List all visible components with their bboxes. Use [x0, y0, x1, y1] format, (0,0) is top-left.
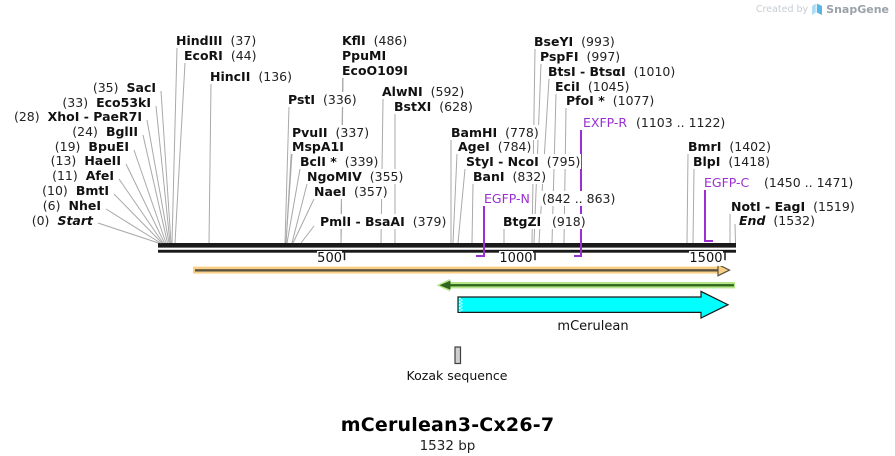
enzyme-label-start[interactable]: (0)Start: [30, 213, 94, 228]
primer-range-exfp-r[interactable]: (1103 .. 1122): [635, 115, 727, 130]
feature-arrow-orange[interactable]: [193, 263, 731, 277]
enzyme-label-kfli[interactable]: KflI(486): [341, 33, 409, 48]
enzyme-label-xhoi-paer7i[interactable]: (28)XhoI - PaeR7I: [12, 109, 143, 124]
enzyme-label-pspfi[interactable]: PspFI(997): [539, 49, 622, 64]
enzyme-label-noti-eagi[interactable]: NotI - EagI(1519): [730, 199, 856, 214]
plasmid-name: mCerulean3-Cx26-7: [340, 414, 555, 436]
title-block: mCerulean3-Cx26-7 1532 bp: [0, 414, 895, 454]
enzyme-label-eco53ki[interactable]: (33)Eco53kI: [61, 95, 152, 110]
watermark-created-by-text: Created by: [755, 4, 809, 15]
enzyme-label-btsi-bts-i[interactable]: BtsI - BtsαI(1010): [547, 64, 677, 79]
enzyme-label-bcli[interactable]: BclI *(339): [299, 154, 380, 169]
watermark-brand-text: SnapGene: [826, 3, 889, 16]
snapgene-logo-icon: [812, 3, 823, 15]
enzyme-label-naei[interactable]: NaeI(357): [313, 184, 389, 199]
enzyme-label-bani[interactable]: BanI(832): [472, 169, 548, 184]
feature-arrow-mcerulean[interactable]: [457, 290, 730, 319]
enzyme-label-ngomiv[interactable]: NgoMIV(355): [306, 169, 405, 184]
enzyme-label-end[interactable]: End(1532): [738, 213, 816, 228]
feature-arrow-green[interactable]: [436, 278, 736, 292]
enzyme-label-blpi[interactable]: BlpI(1418): [692, 154, 771, 169]
enzyme-label-ecori[interactable]: EcoRI(44): [183, 48, 258, 63]
enzyme-label-hincii[interactable]: HincII(136): [209, 69, 293, 84]
primer-label-egfp-n[interactable]: EGFP-N: [483, 191, 531, 206]
enzyme-label-bglii[interactable]: (24)BglII: [71, 124, 139, 139]
ruler-tick-1500: 1500: [689, 251, 723, 266]
primer-range-egfp-c[interactable]: (1450 .. 1471): [763, 175, 855, 190]
ruler-tick-1000: 1000: [499, 251, 533, 266]
enzyme-label-hindiii[interactable]: HindIII(37): [175, 33, 258, 48]
enzyme-label-nhei[interactable]: (6)NheI: [41, 198, 102, 213]
enzyme-label-pvuii[interactable]: PvuII(337): [291, 125, 371, 140]
plasmid-length: 1532 bp: [419, 438, 476, 454]
enzyme-label-alwni[interactable]: AlwNI(592): [381, 84, 466, 99]
enzyme-label-mspa1i[interactable]: MspA1I: [291, 139, 345, 154]
mcerulean-feature-label: mCerulean: [557, 319, 629, 334]
enzyme-label-btgzi[interactable]: BtgZI: [502, 214, 543, 229]
enzyme-label-bmti[interactable]: (10)BmtI: [41, 183, 110, 198]
kozak-feature-label: Kozak sequence: [406, 368, 508, 383]
enzyme-label-bamhi[interactable]: BamHI(778): [450, 125, 540, 140]
enzyme-label-bpuei[interactable]: (19)BpuEI: [53, 139, 130, 154]
snapgene-watermark: Created by SnapGene: [756, 3, 889, 16]
enzyme-label-bmri[interactable]: BmrI(1402): [687, 139, 772, 154]
enzyme-label-styi-ncoi[interactable]: StyI - NcoI(795): [465, 154, 582, 169]
feature-kozak-box[interactable]: [454, 346, 462, 365]
primer-range-egfp-n[interactable]: (842 .. 863): [541, 191, 617, 206]
enzyme-label-haeii[interactable]: (13)HaeII: [49, 153, 122, 168]
primer-label-exfp-r[interactable]: EXFP-R: [582, 115, 629, 130]
enzyme-label-saci[interactable]: (35)SacI: [91, 80, 157, 95]
enzyme-label-ppumi[interactable]: PpuMI: [341, 48, 388, 63]
sequence-backbone[interactable]: [158, 243, 736, 253]
enzyme-label-pfoi[interactable]: PfoI *(1077): [565, 93, 656, 108]
enzyme-label-psti[interactable]: PstI(336): [287, 92, 358, 107]
enzyme-label-ecoo109i[interactable]: EcoO109I: [341, 63, 409, 78]
ruler-tick-500: 500: [317, 251, 342, 266]
enzyme-label-ecii[interactable]: EciI(1045): [554, 79, 631, 94]
enzyme-label-afei[interactable]: (11)AfeI: [51, 168, 115, 183]
enzyme-label-bseyi[interactable]: BseYI(993): [533, 34, 616, 49]
primer-label-egfp-c[interactable]: EGFP-C: [703, 175, 751, 190]
enzyme-label-bstxi[interactable]: BstXI(628): [393, 99, 474, 114]
enzyme-label-pmli-bsaai[interactable]: PmlI - BsaAI(379): [319, 214, 448, 229]
enzyme-label-agei[interactable]: AgeI(784): [457, 139, 533, 154]
enzyme-label-pos-btgzi[interactable]: (918): [551, 214, 587, 229]
